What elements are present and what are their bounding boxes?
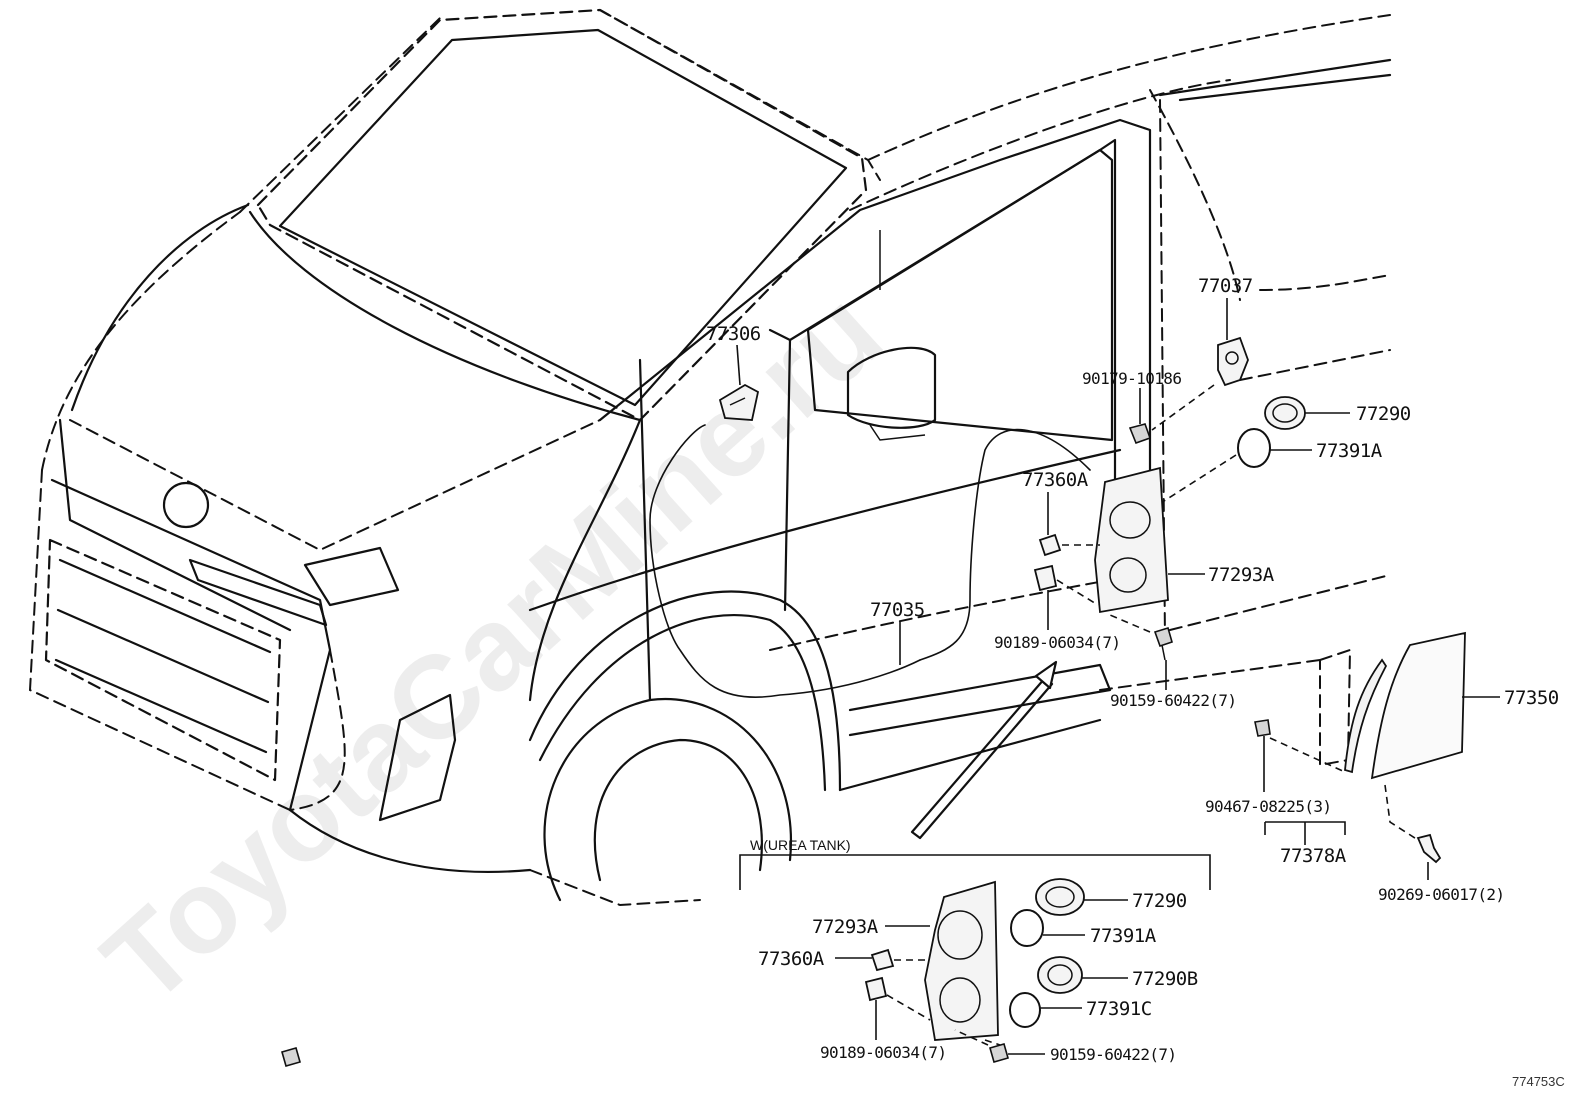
label-90159-60422: 90159-60422(7) [1110,691,1236,710]
inset-urea-tank: W(UREA TANK) 77293A 77360A 90189-06034(7… [281,837,1211,1067]
label-90467-08225: 90467-08225(3) [1205,797,1331,816]
inset-seal-77290: 77290 [1035,878,1187,916]
label-77391a: 77391A [1316,440,1383,462]
label-90269-06017: 90269-06017(2) [1378,885,1504,904]
inset-screw-90159-60422: 90159-60422(7) [954,1029,1177,1064]
inset-label-77293a: 77293A [812,916,879,938]
inset-title: W(UREA TANK) [750,837,851,853]
inset-label-90189-06034: 90189-06034(7) [820,1043,946,1062]
inset-gasket-77391c: 77391C [1009,992,1152,1028]
part-90467-08225-clip: 90467-08225(3) [1205,719,1332,816]
inset-gasket-77391a: 77391A [1010,909,1157,947]
inset-label-77290: 77290 [1132,890,1187,912]
part-90269-06017-pin: 90269-06017(2) [1378,833,1505,904]
inset-label-77360a: 77360A [758,948,825,970]
label-77290: 77290 [1356,403,1411,425]
part-77290-hose-seal: 77290 [1264,396,1411,430]
label-77037: 77037 [1198,275,1253,297]
part-77360a-clip: 77360A [1022,469,1100,557]
label-77378a: 77378A [1280,845,1347,867]
part-77037-fuel-lid-lock: 77037 [1151,275,1253,431]
figure-code: 774753C [1512,1074,1565,1089]
label-90189-06034: 90189-06034(7) [994,633,1120,652]
part-77391a-gasket: 77391A [1149,428,1383,511]
part-77350-fuel-lid: 77350 [1370,631,1559,841]
inset-label-77391a: 77391A [1090,925,1157,947]
label-90179-10186: 90179-10186 [1082,369,1181,388]
inset-label-77290b: 77290B [1132,968,1198,990]
label-77360a: 77360A [1022,469,1089,491]
vehicle-body-outline [28,8,1392,907]
label-77293a: 77293A [1208,564,1275,586]
part-77035-fuel-lid-cable: 77035 [649,424,1091,699]
label-77306: 77306 [706,323,761,345]
inset-label-77391c: 77391C [1086,998,1152,1020]
label-77350: 77350 [1504,687,1559,709]
part-90189-06034-clip: 90189-06034(7) [994,564,1121,652]
label-77035: 77035 [870,599,925,621]
part-77293a-filler-plate: 77293A [1094,466,1275,614]
part-77306-fuel-lid-opener: 77306 [706,323,761,421]
inset-seal-77290b: 77290B [1037,956,1198,994]
part-90159-60422-screw: 90159-60422(7) [1109,614,1237,710]
part-77378a-lid-hinge: 77378A [1264,648,1388,867]
detail-arrow [910,660,1058,840]
inset-label-90159-60422: 90159-60422(7) [1050,1045,1176,1064]
part-90179-10186-nut: 90179-10186 [1082,369,1182,445]
